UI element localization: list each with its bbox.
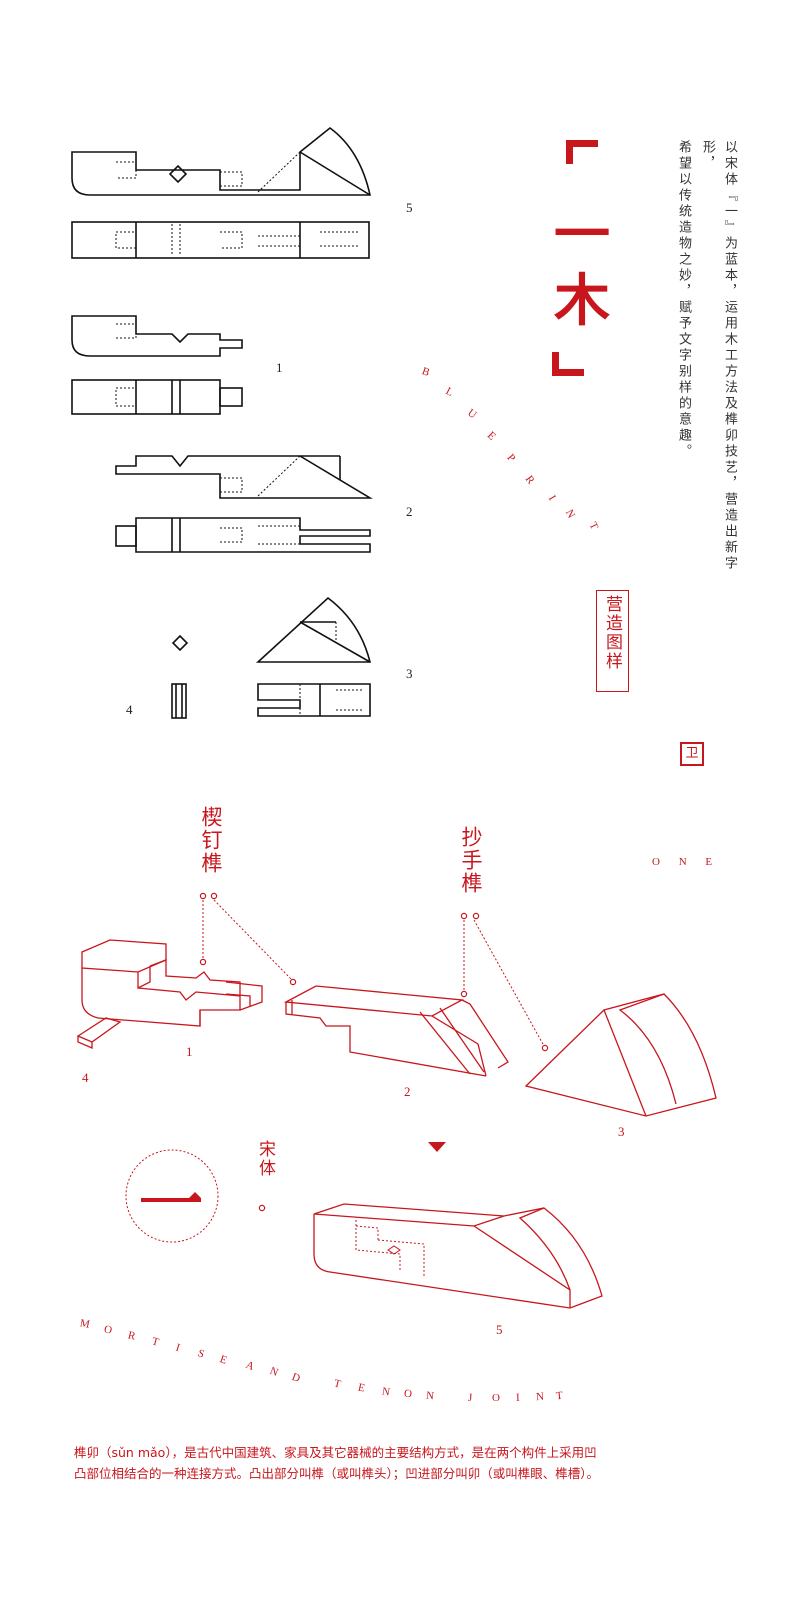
title-open-bracket <box>566 140 598 164</box>
mortise-letter: O <box>492 1392 500 1404</box>
blueprint-piece-3-side <box>255 596 372 663</box>
title-char-mu: 木 <box>554 268 610 334</box>
mortise-letter: A <box>244 1358 256 1374</box>
mortise-letter: N <box>268 1364 280 1380</box>
label-chaoshou-sun: 抄手榫 <box>459 826 483 895</box>
one-label: O N E <box>652 856 721 868</box>
mortise-letter: T <box>332 1377 343 1391</box>
square-mark-glyph: 卫 <box>685 746 699 761</box>
mortise-letter: J <box>467 1391 473 1405</box>
circle-glyph-stroke <box>141 1192 201 1202</box>
blueprint-number-5: 5 <box>406 200 413 215</box>
blueprint-piece-1-side <box>71 315 243 357</box>
caption-line-2: 凸部位相结合的一种连接方式。凸出部分叫榫（或叫榫头）；凹进部分叫卯（或叫榫眼、榫… <box>74 1466 600 1481</box>
description-line-1: 以宋体『一』为蓝本，运用木工方法及榫卯技艺，营造出新字形， <box>700 140 737 572</box>
iso-piece-4 <box>76 1017 122 1049</box>
mortise-letter: N <box>425 1389 435 1403</box>
caption-line-1: 榫卯（sǔn mǎo），是古代中国建筑、家具及其它器械的主要结构方式，是在两个构… <box>74 1445 597 1460</box>
blueprint-number-3: 3 <box>406 666 413 681</box>
mortise-letter: E <box>356 1381 366 1395</box>
blueprint-drawings <box>71 126 373 719</box>
blueprint-piece-1-plan <box>71 379 243 415</box>
mortise-letter: N <box>381 1385 391 1399</box>
title-char-yi: 一 <box>554 202 610 268</box>
iso-piece-2 <box>283 985 509 1077</box>
blueprint-arc: B L U E P R I N T <box>0 0 800 560</box>
mortise-letter: T <box>555 1389 564 1403</box>
mortise-letter: D <box>290 1370 302 1386</box>
circle-glyph-yi: 一 <box>126 1150 218 1242</box>
description-line-2: 希望以传统造物之妙，赋予文字别样的意趣。 <box>676 140 691 460</box>
blueprint-letter: T <box>586 520 601 532</box>
down-triangle <box>428 1142 446 1152</box>
blueprint-piece-3-plan <box>257 683 371 717</box>
stamp-yingzao-tuyang: 营造图样 <box>596 590 629 692</box>
blueprint-letter: E <box>484 429 498 443</box>
iso-number-3: 3 <box>618 1124 625 1139</box>
blueprint-letter: R <box>522 473 537 487</box>
blueprint-number-4: 4 <box>126 702 133 717</box>
blueprint-letter: U <box>465 406 479 422</box>
iso-piece-3 <box>524 993 717 1117</box>
label-xieding-sun: 楔钉榫 <box>199 806 223 875</box>
blueprint-letter: P <box>504 451 518 465</box>
square-mark: 卫 <box>680 742 704 766</box>
mortise-letter: O <box>403 1387 413 1401</box>
iso-number-1: 1 <box>186 1044 193 1059</box>
blueprint-letter: N <box>562 507 578 521</box>
blueprint-piece-5-side <box>71 126 371 196</box>
dotted-circle <box>125 1149 219 1243</box>
blueprint-piece-2-side <box>115 455 373 499</box>
blueprint-letter: B <box>420 365 432 379</box>
title-block: 一 木 『 』 <box>548 138 624 378</box>
title-close-bracket <box>552 352 584 376</box>
iso-number-4: 4 <box>82 1070 89 1085</box>
blueprint-piece-4 <box>171 634 189 719</box>
iso-piece-1 <box>81 939 263 1027</box>
iso-piece-5 <box>313 1203 603 1309</box>
blueprint-letter: L <box>443 385 456 399</box>
caption: 榫卯（sǔn mǎo），是古代中国建筑、家具及其它器械的主要结构方式，是在两个构… <box>74 1442 734 1484</box>
mortise-letter: N <box>535 1390 545 1404</box>
iso-number-5: 5 <box>496 1322 503 1337</box>
isometric-drawings <box>76 892 717 1309</box>
blueprint-number-2: 2 <box>406 504 413 519</box>
iso-number-2: 2 <box>404 1084 411 1099</box>
blueprint-number-1: 1 <box>276 360 283 375</box>
blueprint-letter: I <box>545 493 558 503</box>
label-songti: 宋体 <box>255 1140 275 1178</box>
mortise-letter: I <box>515 1391 520 1405</box>
